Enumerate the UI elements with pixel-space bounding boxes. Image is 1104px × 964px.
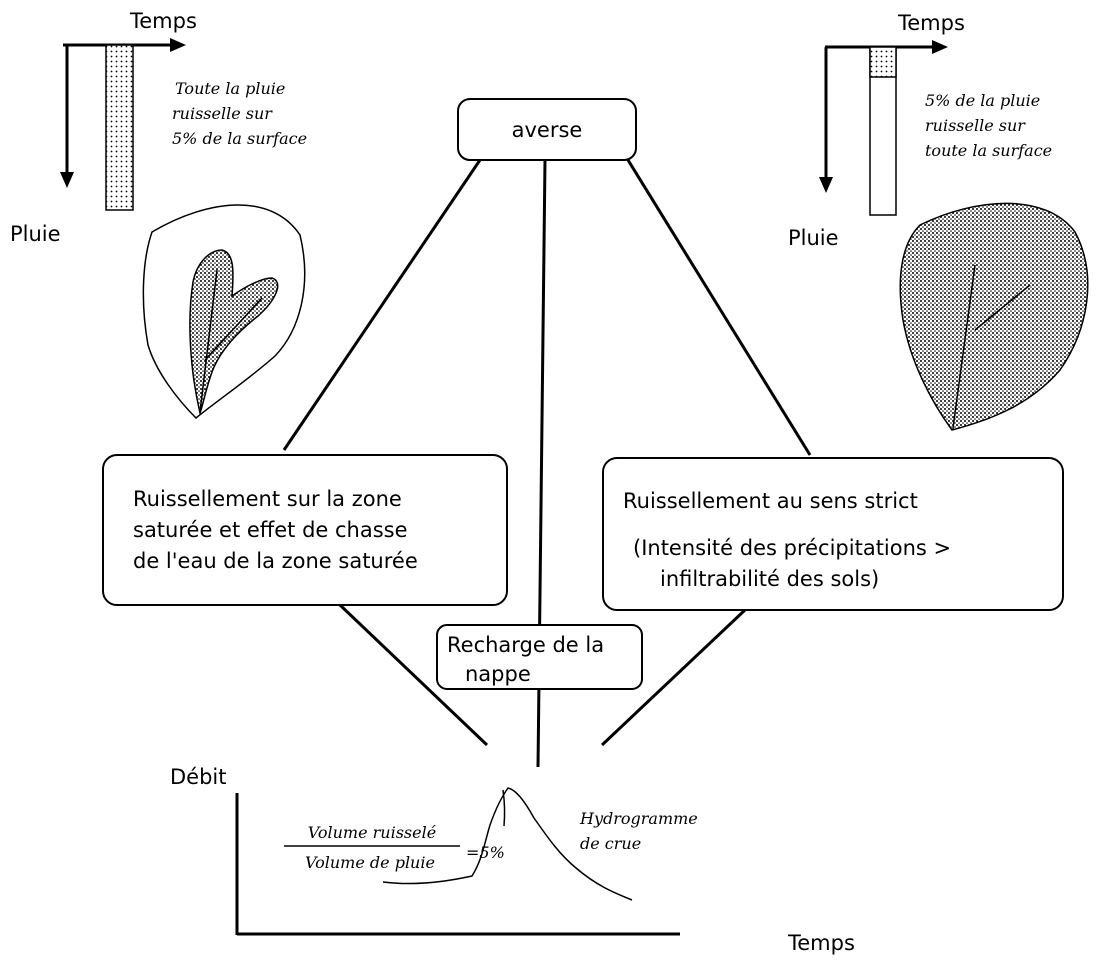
saturated-runoff-line-1: Ruissellement sur la zone xyxy=(133,487,402,511)
left-stream-line xyxy=(199,269,218,413)
saturated-runoff-line-3: de l'eau de la zone saturée xyxy=(133,549,418,573)
right-rain-arrow-icon xyxy=(819,177,833,193)
right-rain-label: Pluie xyxy=(788,226,839,250)
recharge-line-2: nappe xyxy=(465,662,531,686)
central-scheme: averse Ruissellement sur la zone saturée… xyxy=(102,98,1064,768)
left-note-line-2: ruisselle sur xyxy=(172,104,273,123)
averse-label: averse xyxy=(512,118,583,142)
strict-runoff-box xyxy=(602,457,1064,611)
hydrograph-label-line-2: de crue xyxy=(580,834,641,853)
strict-runoff-line-1: Ruissellement au sens strict xyxy=(623,489,918,513)
left-note-line-3: 5% de la surface xyxy=(172,129,307,148)
strict-runoff-line-2: (Intensité des précipitations > xyxy=(633,536,951,560)
left-rain-arrow-icon xyxy=(60,172,74,188)
hydrograph-x-label: Temps xyxy=(787,931,855,955)
recharge-line-1: Recharge de la xyxy=(447,633,604,657)
right-catchment-saturated xyxy=(899,202,1089,431)
recharge-box xyxy=(436,624,643,690)
left-time-arrow-icon xyxy=(170,38,186,52)
right-time-arrow-icon xyxy=(932,40,948,54)
right-note-line-1: 5% de la pluie xyxy=(925,91,1040,110)
left-stream-branch xyxy=(204,297,263,361)
right-rain-panel: Temps Pluie 5% de la pluie ruisselle sur… xyxy=(788,11,1089,431)
averse-box xyxy=(457,98,637,161)
left-rain-bar xyxy=(105,44,134,211)
connector-right-bottom xyxy=(600,608,747,747)
left-rain-label: Pluie xyxy=(10,222,61,246)
connector-top-left xyxy=(282,159,482,451)
ratio-numerator: Volume ruisselé xyxy=(308,823,436,842)
left-note-line-1: Toute la pluie xyxy=(175,79,285,98)
hydrograph-curve xyxy=(382,787,633,901)
hydrograph: Débit Temps Volume ruisselé Volume de pl… xyxy=(170,765,855,955)
right-stream-line xyxy=(952,264,976,429)
connector-top-right xyxy=(626,159,812,456)
right-rain-bar-fill xyxy=(869,46,897,78)
right-note-line-3: toute la surface xyxy=(925,141,1052,160)
left-catchment-outline xyxy=(142,204,306,420)
left-time-label: Temps xyxy=(129,9,197,33)
hydrograph-peak-tick xyxy=(502,789,506,827)
left-rain-panel: Temps Pluie Toute la pluie ruisselle sur… xyxy=(10,9,307,420)
strict-runoff-line-3: infiltrabilité des sols) xyxy=(660,567,879,591)
right-note-line-2: ruisselle sur xyxy=(925,116,1026,135)
left-saturated-zone xyxy=(189,249,279,416)
hydrograph-y-label: Débit xyxy=(170,765,227,789)
hydrograph-label-line-1: Hydrogramme xyxy=(579,809,698,828)
ratio-denominator: Volume de pluie xyxy=(305,853,435,872)
connector-left-bottom xyxy=(338,603,489,747)
right-stream-branch xyxy=(974,284,1031,331)
saturated-runoff-box xyxy=(102,454,508,606)
saturated-runoff-line-2: saturée et effet de chasse xyxy=(133,518,408,542)
ratio-value: =5% xyxy=(466,843,505,862)
right-time-label: Temps xyxy=(897,11,965,35)
